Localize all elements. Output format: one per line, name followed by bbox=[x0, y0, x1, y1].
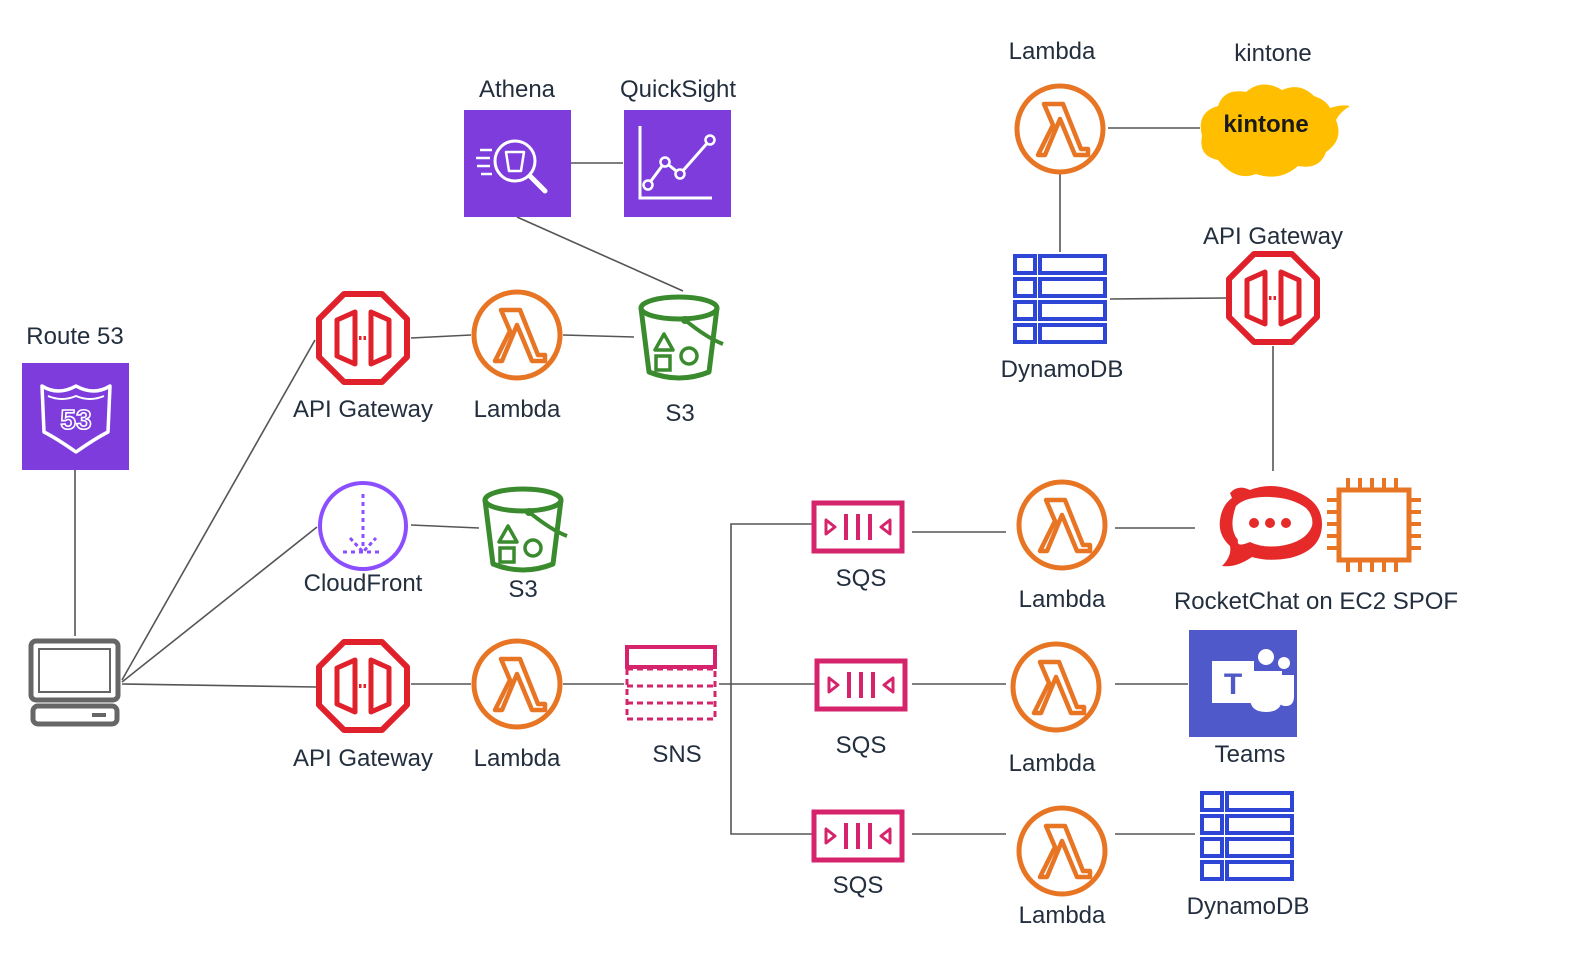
dynamodb-top-label: DynamoDB bbox=[1001, 356, 1124, 383]
api-gateway-icon bbox=[319, 294, 407, 382]
apigw-top-node[interactable]: API Gateway bbox=[293, 294, 433, 423]
lambda-bottom-node[interactable]: Lambda bbox=[474, 641, 561, 772]
edge-athena-s3 bbox=[516, 216, 684, 292]
route53-label: Route 53 bbox=[26, 323, 123, 350]
cloudfront-icon bbox=[318, 481, 408, 571]
route53-icon: 53 bbox=[22, 363, 129, 470]
sqs-2-node[interactable]: SQS bbox=[817, 661, 905, 759]
kintone-cloud-icon: kintone bbox=[1200, 84, 1350, 177]
apigw-bottom-label: API Gateway bbox=[293, 745, 433, 772]
lambda-icon bbox=[474, 292, 560, 378]
edge-lambda-s3-top bbox=[562, 334, 635, 338]
computer-icon bbox=[28, 638, 121, 727]
lambda-kintone-label: Lambda bbox=[1009, 38, 1096, 65]
lambda-q2-label: Lambda bbox=[1009, 750, 1096, 777]
client-node[interactable] bbox=[28, 638, 121, 727]
route53-node[interactable]: 53 Route 53 bbox=[22, 323, 129, 470]
lambda-q1-node[interactable]: Lambda bbox=[1019, 482, 1106, 613]
kintone-logo-text: kintone bbox=[1223, 111, 1308, 138]
s3-bucket-icon bbox=[641, 297, 723, 378]
lambda-top-node[interactable]: Lambda bbox=[474, 292, 561, 423]
edge-cloudfront-s3 bbox=[410, 524, 480, 529]
sns-label: SNS bbox=[652, 741, 701, 768]
apigw-top-label: API Gateway bbox=[293, 396, 433, 423]
edge-apigw-lambda-top bbox=[410, 334, 472, 339]
rocketchat-node[interactable]: RocketChat on EC2 SPOF bbox=[1174, 478, 1458, 615]
rocketchat-label: RocketChat on EC2 SPOF bbox=[1174, 588, 1458, 615]
edge-sns-fanout bbox=[719, 523, 813, 685]
s3-mid-label: S3 bbox=[508, 576, 537, 603]
cloudfront-label: CloudFront bbox=[304, 570, 423, 597]
apigw-right-label: API Gateway bbox=[1203, 223, 1343, 250]
svg-text:53: 53 bbox=[60, 404, 91, 435]
ec2-chip-icon bbox=[1327, 478, 1421, 572]
kintone-label: kintone bbox=[1234, 40, 1311, 67]
lambda-bottom-label: Lambda bbox=[474, 745, 561, 772]
dynamodb-top-node[interactable]: DynamoDB bbox=[1001, 254, 1124, 383]
lambda-icon bbox=[1019, 482, 1105, 568]
athena-icon bbox=[464, 110, 571, 217]
dynamodb-bottom-label: DynamoDB bbox=[1187, 893, 1310, 920]
edge-client-apigw-bottom bbox=[121, 683, 317, 688]
lambda-icon bbox=[1019, 808, 1105, 894]
connectors bbox=[74, 127, 1274, 835]
lambda-icon bbox=[1013, 644, 1099, 730]
sqs-2-label: SQS bbox=[836, 732, 887, 759]
api-gateway-icon bbox=[1229, 254, 1317, 342]
sns-icon bbox=[625, 645, 717, 721]
athena-node[interactable]: Athena bbox=[464, 76, 571, 217]
s3-mid-node[interactable]: S3 bbox=[485, 489, 567, 603]
s3-top-label: S3 bbox=[665, 400, 694, 427]
lambda-q2-node[interactable]: Lambda bbox=[1009, 644, 1099, 777]
s3-bucket-icon bbox=[485, 489, 567, 570]
quicksight-label: QuickSight bbox=[620, 76, 736, 103]
quicksight-node[interactable]: QuickSight bbox=[620, 76, 736, 217]
quicksight-icon bbox=[624, 110, 731, 217]
lambda-icon bbox=[474, 641, 560, 727]
edge-apigw-right-dynamodb bbox=[1109, 297, 1228, 300]
sqs-3-node[interactable]: SQS bbox=[814, 812, 902, 899]
sqs-icon bbox=[814, 503, 902, 551]
s3-top-node[interactable]: S3 bbox=[641, 297, 723, 427]
teams-label: Teams bbox=[1215, 741, 1286, 768]
lambda-q3-node[interactable]: Lambda bbox=[1019, 808, 1106, 929]
sqs-icon bbox=[814, 812, 902, 860]
sqs-1-node[interactable]: SQS bbox=[814, 503, 902, 592]
dynamodb-icon bbox=[1200, 791, 1294, 881]
sns-node[interactable]: SNS bbox=[625, 645, 717, 768]
lambda-q1-label: Lambda bbox=[1019, 586, 1106, 613]
svg-text:T: T bbox=[1224, 668, 1242, 701]
sqs-3-label: SQS bbox=[833, 872, 884, 899]
apigw-right-node[interactable]: API Gateway bbox=[1203, 223, 1343, 342]
cloudfront-node[interactable]: CloudFront bbox=[304, 481, 423, 597]
lambda-icon bbox=[1017, 86, 1103, 172]
lambda-kintone-node[interactable]: Lambda bbox=[1009, 38, 1103, 172]
dynamodb-icon bbox=[1013, 254, 1107, 344]
athena-label: Athena bbox=[479, 76, 556, 103]
teams-icon: T bbox=[1189, 630, 1297, 737]
edge-client-apigw-top bbox=[121, 339, 316, 681]
kintone-node[interactable]: kintone kintone bbox=[1200, 40, 1350, 177]
teams-node[interactable]: T Teams bbox=[1189, 630, 1297, 768]
sqs-icon bbox=[817, 661, 905, 709]
edge-client-cloudfront bbox=[121, 526, 318, 683]
sqs-1-label: SQS bbox=[836, 565, 887, 592]
lambda-q3-label: Lambda bbox=[1019, 902, 1106, 929]
edge-sns-sqs3 bbox=[730, 684, 813, 835]
api-gateway-icon bbox=[319, 642, 407, 730]
apigw-bottom-node[interactable]: API Gateway bbox=[293, 642, 433, 772]
lambda-top-label: Lambda bbox=[474, 396, 561, 423]
dynamodb-bottom-node[interactable]: DynamoDB bbox=[1187, 791, 1310, 920]
rocketchat-icon bbox=[1219, 486, 1322, 567]
